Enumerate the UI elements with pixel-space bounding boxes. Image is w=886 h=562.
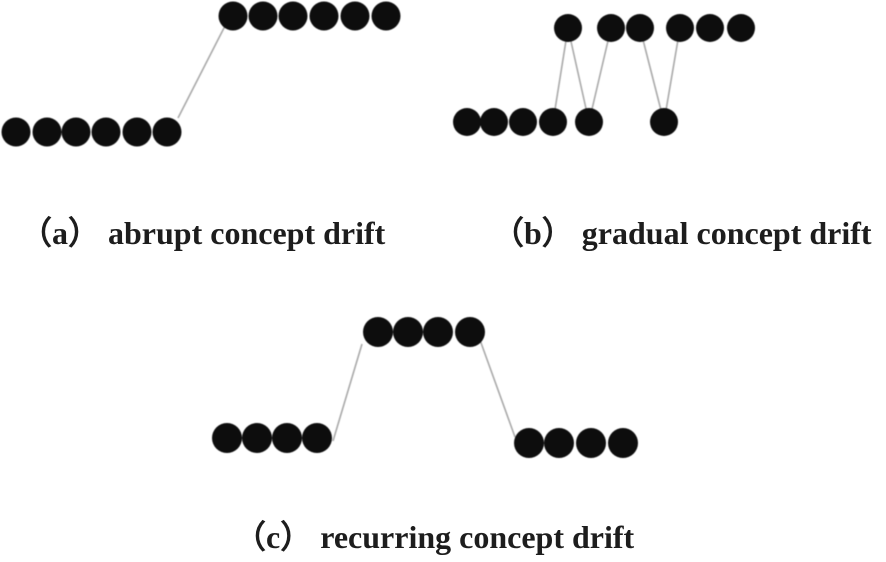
caption-recurring-concept-drift: （c） recurring concept drift: [234, 519, 635, 555]
drift-transition-line: [552, 27, 569, 123]
data-instance-dot: [91, 117, 121, 147]
data-instance-dot: [218, 1, 248, 31]
caption-gradual-concept-drift: （b） gradual concept drift: [492, 215, 872, 251]
data-instance-dot: [544, 428, 574, 458]
data-instance-dot: [242, 423, 272, 453]
panel-c-glyphs: [212, 317, 638, 458]
data-instance-dot: [278, 1, 308, 31]
data-instance-dot: [212, 423, 242, 453]
drift-transition-line: [479, 339, 516, 438]
drift-transition-line: [567, 27, 590, 123]
data-instance-dot: [576, 428, 606, 458]
drift-transition-line: [588, 27, 612, 123]
panel-a-glyphs: [1, 1, 401, 147]
data-instance-dot: [626, 14, 654, 42]
data-instance-dot: [514, 428, 544, 458]
drift-transition-line: [663, 27, 681, 123]
drift-transition-line: [177, 23, 227, 119]
data-instance-dot: [340, 1, 370, 31]
data-instance-dot: [455, 317, 485, 347]
caption-abrupt-concept-drift: （a） abrupt concept drift: [20, 215, 386, 251]
drift-transition-line: [332, 343, 363, 442]
data-instance-dot: [248, 1, 278, 31]
data-instance-dot: [597, 14, 625, 42]
panel-b-glyphs: [453, 14, 755, 136]
data-instance-dot: [509, 108, 537, 136]
data-instance-dot: [309, 1, 339, 31]
data-instance-dot: [1, 117, 31, 147]
data-instance-dot: [393, 317, 423, 347]
data-instance-dot: [152, 117, 182, 147]
data-instance-dot: [539, 108, 567, 136]
data-instance-dot: [122, 117, 152, 147]
data-instance-dot: [666, 14, 694, 42]
data-instance-dot: [727, 14, 755, 42]
data-instance-dot: [272, 423, 302, 453]
data-instance-dot: [61, 117, 91, 147]
data-instance-dot: [696, 14, 724, 42]
data-instance-dot: [608, 428, 638, 458]
data-instance-dot: [371, 1, 401, 31]
data-instance-dot: [650, 108, 678, 136]
data-instance-dot: [554, 14, 582, 42]
data-instance-dot: [575, 108, 603, 136]
drift-transition-line: [639, 27, 665, 123]
data-instance-dot: [302, 423, 332, 453]
data-instance-dot: [453, 108, 481, 136]
data-instance-dot: [32, 117, 62, 147]
data-instance-dot: [423, 317, 453, 347]
data-instance-dot: [480, 108, 508, 136]
data-instance-dot: [363, 317, 393, 347]
